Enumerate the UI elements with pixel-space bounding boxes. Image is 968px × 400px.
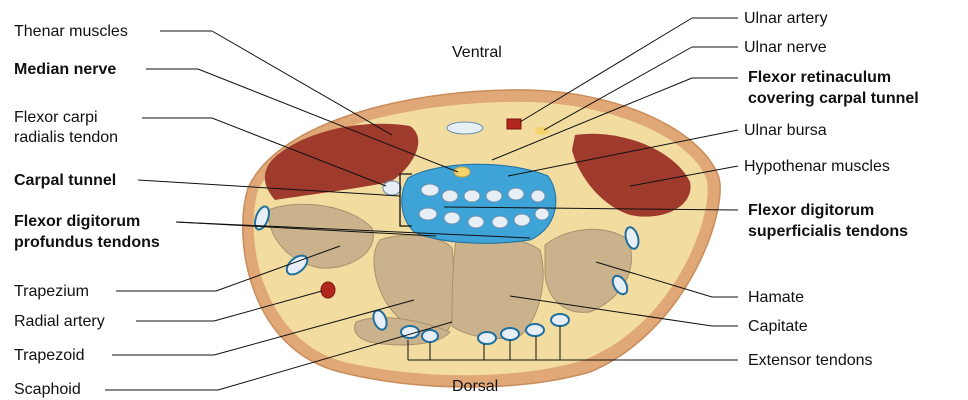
label-radial-artery: Radial artery: [14, 312, 105, 331]
label-hypothenar-muscles: Hypothenar muscles: [744, 157, 890, 176]
label-ulnar-bursa: Ulnar bursa: [744, 121, 827, 140]
label-fds-line2: superficialis tendons: [748, 222, 908, 241]
label-fdp-line1: Flexor digitorum: [14, 212, 140, 231]
label-trapezium: Trapezium: [14, 282, 89, 301]
label-flexor-retinaculum-line1: Flexor retinaculum: [748, 68, 891, 87]
palmaris-tendon: [447, 122, 483, 134]
label-flexor-carpi-radialis-line1: Flexor carpi: [14, 108, 98, 127]
label-hamate: Hamate: [748, 288, 804, 307]
label-flexor-carpi-radialis-line2: radialis tendon: [14, 128, 118, 147]
label-thenar-muscles: Thenar muscles: [14, 22, 128, 41]
ulnar-artery-structure: [507, 119, 521, 129]
label-trapezoid: Trapezoid: [14, 346, 85, 365]
label-ulnar-nerve: Ulnar nerve: [744, 38, 827, 57]
label-extensor-tendons: Extensor tendons: [748, 351, 873, 370]
median-nerve-structure: [454, 167, 470, 177]
capitate-bone: [452, 236, 543, 338]
label-ulnar-artery: Ulnar artery: [744, 9, 828, 28]
ventral-label: Ventral: [452, 44, 502, 62]
label-scaphoid: Scaphoid: [14, 380, 81, 399]
label-median-nerve: Median nerve: [14, 60, 116, 79]
label-fdp-line2: profundus tendons: [14, 233, 160, 252]
ulnar-bursa: [402, 164, 556, 243]
label-carpal-tunnel: Carpal tunnel: [14, 171, 116, 190]
label-flexor-retinaculum-line2: covering carpal tunnel: [748, 89, 919, 108]
label-capitate: Capitate: [748, 317, 808, 336]
label-fds-line1: Flexor digitorum: [748, 201, 874, 220]
radial-artery-structure: [321, 282, 335, 298]
dorsal-label: Dorsal: [452, 378, 498, 396]
